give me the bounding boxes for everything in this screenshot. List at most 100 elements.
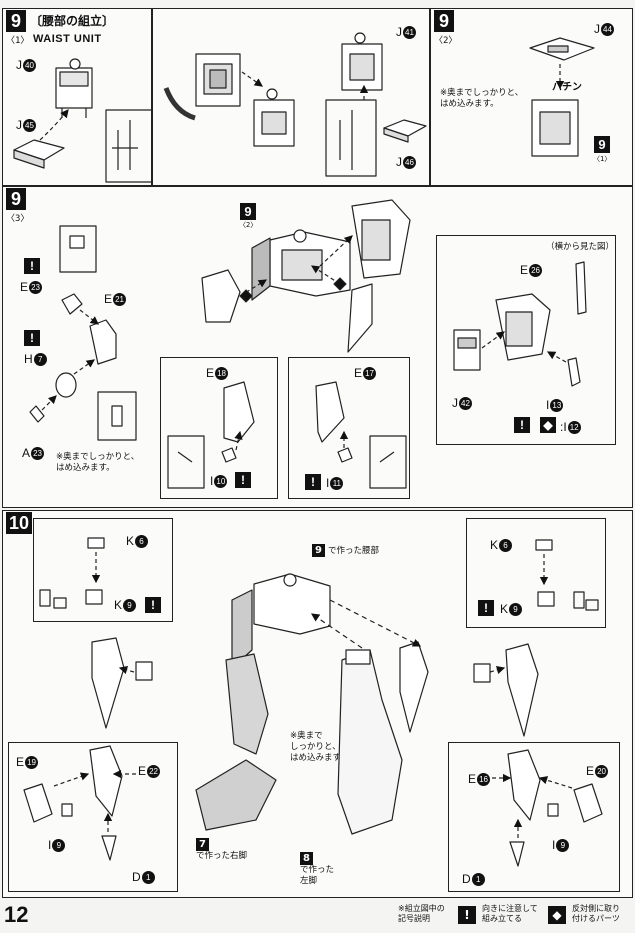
waist-side-part xyxy=(341,32,383,91)
step-number-9-1: 9 xyxy=(6,10,26,32)
waist-side-armor-e26 xyxy=(351,199,411,279)
waist-assembly-9-2 xyxy=(531,99,579,157)
full-body-assembly xyxy=(195,573,429,835)
ref-sub-9-2: 〈2〉 xyxy=(239,221,258,229)
callout-1 xyxy=(333,277,347,291)
ref-step-9-2: 9 xyxy=(240,203,256,220)
warning-icon-h7: ! xyxy=(24,330,40,346)
legend-mirror-icon: ◆ xyxy=(548,906,566,924)
part-e23 xyxy=(61,293,83,315)
detail-i10 xyxy=(167,435,205,489)
waist-plate-j46 xyxy=(383,119,427,143)
waist-frame-part xyxy=(55,58,93,118)
ref-sub-9-1: 〈1〉 xyxy=(593,155,612,163)
part-i13 xyxy=(567,357,581,387)
waist-front-part xyxy=(253,88,295,147)
part-h7 xyxy=(55,372,77,398)
warning-icon-k9-right: ! xyxy=(478,600,494,616)
legend-mirror: ◆ xyxy=(548,906,569,924)
part-e17 xyxy=(315,381,345,443)
page-footer xyxy=(0,898,635,933)
part-i10 xyxy=(221,447,237,463)
part-e26-side xyxy=(495,293,551,361)
warning-icon-i11: ! xyxy=(305,474,321,490)
waist-cap-part xyxy=(529,37,595,61)
warning-icon-e23: ! xyxy=(24,258,40,274)
legend-warning: ! xyxy=(458,906,479,924)
legend-warning-text: 向きに注意して組み立てる xyxy=(482,904,538,923)
parts-k6-k9-left xyxy=(39,537,105,609)
waist-base-plate xyxy=(13,139,65,169)
ref-step-9-1: 9 xyxy=(594,136,610,153)
part-i11 xyxy=(337,447,353,463)
warning-icon-i10: ! xyxy=(235,472,251,488)
step-number-9-3: 9 xyxy=(6,188,26,210)
section-title-en: WAIST UNIT xyxy=(33,33,102,45)
part-e18 xyxy=(223,381,255,443)
part-e21 xyxy=(89,319,117,365)
part-j42 xyxy=(453,329,481,371)
side-view-detail xyxy=(575,261,587,315)
detail-e23 xyxy=(59,225,97,273)
warning-icon-k9-left: ! xyxy=(145,597,161,613)
step-number-9-2: 9 xyxy=(434,10,454,32)
detail-i11 xyxy=(369,435,407,489)
step-sub-9-3: 〈3〉 xyxy=(6,214,30,224)
side-view-caption: （横から見た図） xyxy=(546,242,615,252)
step-number-10: 10 xyxy=(6,512,32,534)
legend-warning-icon: ! xyxy=(458,906,476,924)
callout-2 xyxy=(239,289,253,303)
skirt-side-part xyxy=(201,269,241,323)
part-a23 xyxy=(29,405,45,423)
leg-armor-right xyxy=(473,643,539,737)
parts-k6-k9-right xyxy=(535,539,599,611)
legend-mirror-text: 反対側に取り付けるパーツ xyxy=(572,904,620,923)
skirt-front-part xyxy=(347,283,373,353)
panel-step9-2 xyxy=(430,8,633,186)
note-press-firmly-9-3: ※奥までしっかりと、はめ込みます。 xyxy=(56,452,140,473)
waist-core-part xyxy=(195,53,241,107)
step-sub-9-1: 〈1〉 xyxy=(6,36,30,46)
warning-icon-i12: ! xyxy=(514,417,530,433)
detail-h7 xyxy=(97,391,137,441)
parts-e16-e20-assembly xyxy=(507,749,603,867)
waist-assembly-center xyxy=(251,229,351,301)
parts-e19-e22-assembly xyxy=(23,745,123,861)
mirror-icon-i12: ◆ xyxy=(540,417,556,433)
leg-armor-left xyxy=(91,637,153,729)
